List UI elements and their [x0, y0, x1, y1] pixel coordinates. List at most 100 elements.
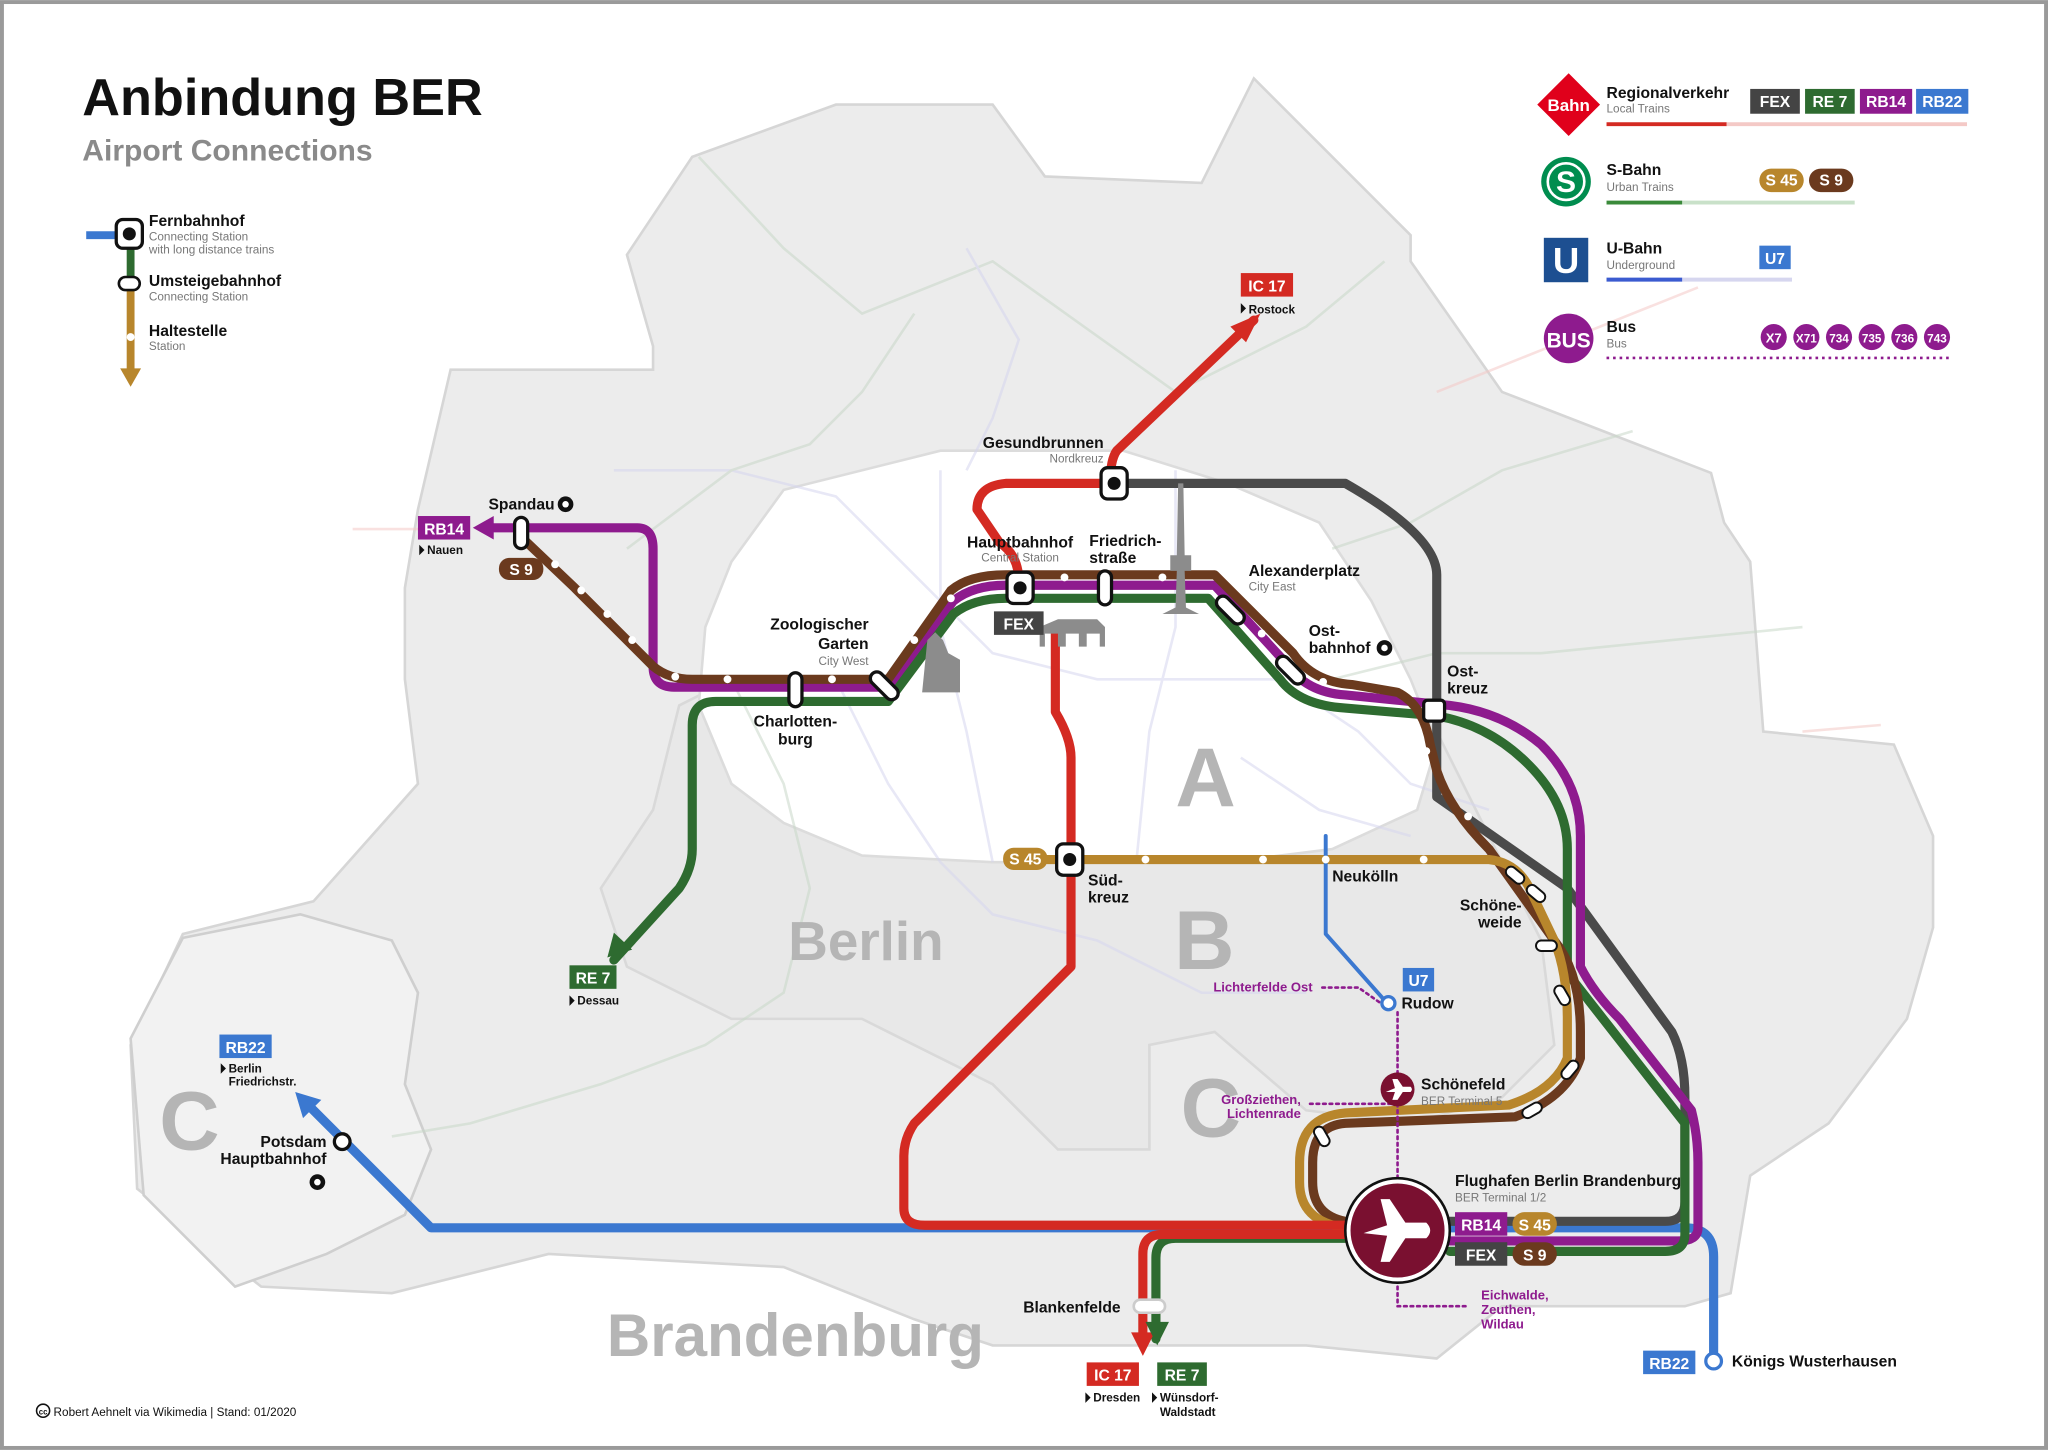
- badge-re7-west: [569, 965, 617, 989]
- station-label-gesundbrunnen-sub: Nordkreuz: [1049, 452, 1103, 465]
- badge-fex: [1750, 88, 1800, 114]
- station-label-spandau: Spandau: [488, 496, 554, 513]
- stop-dot: [1419, 855, 1428, 864]
- region-brandenburg-label: Brandenburg: [607, 1302, 984, 1369]
- station-type-legend: Fernbahnhof Connecting Station with long…: [86, 213, 282, 387]
- station-label-ostkreuz-2: kreuz: [1447, 681, 1488, 698]
- stop-dot: [603, 610, 612, 618]
- fernbahnhof-icon-potsdam: [309, 1174, 326, 1190]
- stop-dot: [910, 636, 919, 645]
- bg-line: [1802, 723, 1881, 733]
- badge-ic17-north: [1240, 273, 1294, 297]
- s-bahn-stops-ring: [1312, 865, 1580, 1148]
- badge-s45-suedkreuz-text: S 45: [1009, 852, 1041, 869]
- line-u7: [1323, 834, 1390, 1006]
- legend-fernbahnhof-dot: [122, 227, 136, 241]
- station-capsule-friedrichstrasse: [1096, 569, 1114, 607]
- station-ber-airport: [1343, 1176, 1452, 1285]
- station-label-suedkreuz-1: Süd-: [1088, 873, 1123, 890]
- stop-dot: [946, 594, 955, 603]
- page-title: Anbindung BER: [82, 69, 482, 127]
- station-label-hbf: Hauptbahnhof: [967, 534, 1074, 551]
- map-line-badges: IC 17 Rostock RB14 Nauen S 9 RE 7 Dessau…: [219, 273, 1696, 1419]
- station-label-ber: Flughafen Berlin Brandenburg: [1455, 1173, 1681, 1190]
- badge-fex-hbf: [993, 611, 1044, 635]
- cc-license-icon-text: cc: [39, 1408, 48, 1417]
- legend-fernbahnhof-sub2: with long distance trains: [148, 243, 275, 256]
- page-subtitle: Airport Connections: [82, 135, 372, 168]
- badge-fex-ber: [1455, 1242, 1508, 1266]
- u-bahn-icon: [1543, 237, 1589, 283]
- badge-re7-south-text: RE 7: [1165, 1368, 1200, 1385]
- station-hbf: [1005, 570, 1035, 606]
- bg-line: [613, 468, 1490, 812]
- fernbahnhof-icon-ostbahnhof: [1376, 640, 1393, 656]
- brandenburger-tor-landmark: [1039, 619, 1105, 647]
- station-label-alexanderplatz: Alexanderplatz: [1249, 563, 1361, 580]
- badge-bus-x71: [1793, 324, 1820, 351]
- bus-icon: [1543, 313, 1594, 364]
- badge-re7-west-text: RE 7: [576, 971, 611, 988]
- station-label-zoo-2: Garten: [818, 636, 868, 653]
- line-re7: [609, 593, 1690, 1256]
- station-label-blankenfelde: Blankenfelde: [1023, 1300, 1121, 1317]
- bg-line: [1331, 625, 1803, 681]
- stop-capsule: [1504, 865, 1526, 885]
- badge-bus-734: [1825, 324, 1853, 351]
- legend-haltestelle-sub1: Station: [149, 340, 186, 353]
- station-capsule-zoo: [868, 670, 900, 702]
- dest-marker-dresden: [1085, 1392, 1091, 1403]
- stop-dot: [1422, 747, 1431, 756]
- region-berlin-label: Berlin: [788, 910, 943, 972]
- arrow-rb22-berlin: [295, 1092, 322, 1119]
- badge-s9-text: S 9: [1819, 173, 1843, 190]
- stop-dot: [828, 675, 836, 684]
- badge-bus-743-text: 743: [1927, 332, 1947, 345]
- airplane-icon: [1363, 1199, 1431, 1262]
- station-label-gesundbrunnen: Gesundbrunnen: [983, 435, 1104, 452]
- badge-rb14: [1859, 88, 1913, 114]
- stop-capsule: [1525, 883, 1547, 904]
- bus-line-badges: X7 X71 734 735 736 743: [1760, 324, 1951, 351]
- footer-credit: Robert Aehnelt via Wikimedia | Stand: 01…: [54, 1406, 297, 1419]
- bg-line: [834, 678, 1307, 995]
- station-label-ostbahnhof-1: Ost-: [1309, 623, 1340, 640]
- mode-sbahn-label: S-Bahn: [1607, 162, 1662, 179]
- dest-rb22-2: Friedrichstr.: [229, 1075, 297, 1088]
- stop-dot: [1319, 677, 1328, 686]
- badge-bus-x7: [1760, 324, 1787, 351]
- badge-rb14-ber-text: RB14: [1461, 1217, 1501, 1234]
- bus-logo-text: BUS: [1547, 330, 1591, 353]
- legend-arrow: [120, 368, 142, 387]
- dest-dresden: Dresden: [1093, 1392, 1140, 1405]
- mode-bus-sub: Bus: [1607, 338, 1627, 351]
- dest-nauen: Nauen: [427, 544, 463, 557]
- station-label-rudow: Rudow: [1401, 995, 1454, 1012]
- badge-s45-ber-text: S 45: [1519, 1217, 1551, 1234]
- station-koenigs: [1704, 1351, 1724, 1371]
- bg-line: [1135, 470, 1177, 863]
- stop-dot: [1259, 855, 1267, 864]
- bus-dest-lichterfelde: Lichterfelde Ost: [1213, 979, 1313, 994]
- stop-dot: [1158, 573, 1167, 582]
- mode-ubahn-label: U-Bahn: [1607, 240, 1663, 257]
- bg-line: [391, 678, 812, 1138]
- station-label-ostbahnhof-2: bahnhof: [1309, 640, 1372, 657]
- badge-u7-rudow: [1402, 967, 1435, 992]
- station-schoenefeld: [1380, 1072, 1415, 1107]
- badge-u7: [1759, 245, 1791, 270]
- mode-legend: Bahn Regionalverkehr Local Trains FEX RE…: [1537, 73, 1969, 364]
- station-label-suedkreuz-2: kreuz: [1088, 890, 1129, 907]
- station-capsule-charlottenburg: [787, 671, 804, 709]
- dest-marker-rb22: [220, 1063, 226, 1074]
- badge-s9: [1808, 168, 1854, 193]
- bg-line: [697, 155, 1386, 394]
- fernsehturm-landmark: [1162, 483, 1200, 614]
- line-s9: [517, 533, 1585, 1226]
- stop-capsule: [1553, 984, 1571, 1007]
- dest-dessau: Dessau: [577, 995, 619, 1008]
- footer: cc Robert Aehnelt via Wikimedia | Stand:…: [35, 1403, 297, 1419]
- bg-line: [1331, 429, 1634, 550]
- landmarks: [922, 483, 1200, 693]
